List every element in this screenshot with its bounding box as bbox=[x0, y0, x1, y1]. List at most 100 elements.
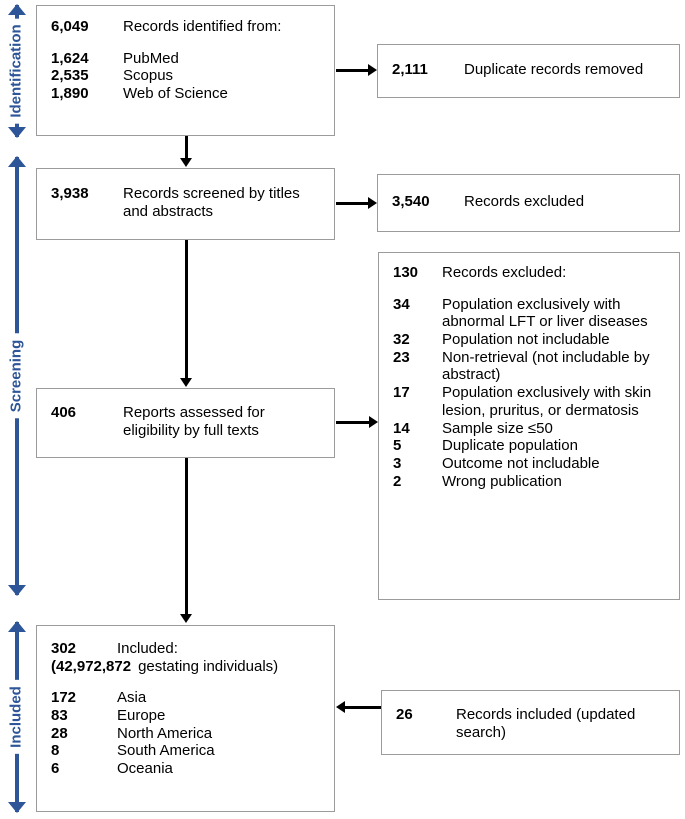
region-count-north-america: 28 bbox=[51, 724, 68, 742]
source-count-web-of-science: 1,890 bbox=[51, 85, 89, 103]
included-label: Included: bbox=[117, 640, 178, 657]
connector-identified-to-screened bbox=[185, 136, 188, 160]
stage-screening: Screening bbox=[0, 156, 32, 596]
box-records-excluded: 3,540 Records excluded bbox=[377, 174, 680, 232]
assessed-row: 406 Reports assessed for eligibility by … bbox=[51, 404, 310, 439]
exclusion-count-3: 17 bbox=[393, 384, 410, 402]
arrow-head-right-icon bbox=[368, 64, 377, 76]
stage-label-included: Included bbox=[4, 680, 28, 754]
box-records-screened: 3,938 Records screened by titles and abs… bbox=[36, 168, 335, 240]
assessed-label: Reports assessed for eligibility by full… bbox=[123, 404, 265, 439]
included-region-row: 28 North America bbox=[51, 725, 326, 743]
included-region-row: 83 Europe bbox=[51, 707, 326, 725]
source-label-pubmed: PubMed bbox=[123, 49, 179, 67]
included-region-row: 172 Asia bbox=[51, 689, 326, 707]
included-count: 302 bbox=[51, 640, 77, 657]
exclusion-label-4: Sample size ≤50 bbox=[442, 419, 553, 437]
exclusion-label-6: Outcome not includable bbox=[442, 454, 600, 472]
exclusion-count-4: 14 bbox=[393, 419, 410, 437]
stage-label-screening: Screening bbox=[4, 333, 28, 419]
box-fulltext-exclusion-reasons: 130 Records excluded: 34 Population excl… bbox=[378, 252, 680, 600]
exclusion-count-2: 23 bbox=[393, 348, 410, 366]
exclusion-reason-row: 34 Population exclusively with abnormal … bbox=[393, 296, 669, 331]
exclusion-count-6: 3 bbox=[393, 454, 402, 472]
source-count-pubmed: 1,624 bbox=[51, 49, 89, 67]
updated-search-row: 26 Records included (updated search) bbox=[396, 706, 649, 741]
screened-excluded-count: 3,540 bbox=[392, 193, 430, 210]
connector-screened-to-assessed bbox=[185, 240, 188, 380]
exclusion-reason-row: 2 Wrong publication bbox=[393, 473, 669, 491]
screened-row: 3,938 Records screened by titles and abs… bbox=[51, 185, 320, 220]
duplicates-label: Duplicate records removed bbox=[464, 61, 644, 78]
participants-count: 42,972,872 bbox=[56, 657, 132, 675]
identified-total-label: Records identified from: bbox=[123, 18, 282, 35]
region-count-south-america: 8 bbox=[51, 742, 60, 760]
updated-search-label: Records included (updated search) bbox=[456, 706, 636, 741]
connector-updated-search-to-included bbox=[345, 706, 381, 709]
included-participants-row: ( 42,972,872 gestating individuals) bbox=[51, 658, 326, 676]
exclusion-count-0: 34 bbox=[393, 295, 410, 313]
region-count-oceania: 6 bbox=[51, 760, 60, 778]
identified-title-row: 6,049 Records identified from: bbox=[51, 18, 326, 36]
exclusion-count-5: 5 bbox=[393, 437, 402, 455]
screened-count: 3,938 bbox=[51, 185, 89, 202]
exclusion-label-3: Population exclusively with skin lesion,… bbox=[442, 384, 652, 419]
screened-excluded-label: Records excluded bbox=[464, 193, 585, 210]
arrow-head-down-icon bbox=[180, 158, 192, 167]
arrow-head-left-icon bbox=[336, 701, 345, 713]
identified-source-row: 2,535 Scopus bbox=[51, 67, 326, 85]
included-region-row: 6 Oceania bbox=[51, 760, 326, 778]
exclusion-title-row: 130 Records excluded: bbox=[393, 264, 669, 282]
exclusion-count-1: 32 bbox=[393, 331, 410, 349]
exclusion-reason-row: 3 Outcome not includable bbox=[393, 455, 669, 473]
box-records-identified: 6,049 Records identified from: 1,624 Pub… bbox=[36, 5, 335, 136]
updated-search-count: 26 bbox=[396, 706, 413, 723]
duplicates-count: 2,111 bbox=[392, 61, 428, 78]
arrow-head-right-icon bbox=[368, 197, 377, 209]
arrow-down-icon bbox=[8, 802, 26, 813]
duplicates-row: 2,111 Duplicate records removed bbox=[392, 61, 671, 79]
participants-open-paren: ( bbox=[51, 657, 56, 675]
identified-total-count: 6,049 bbox=[51, 18, 89, 35]
arrow-down-icon bbox=[8, 585, 26, 596]
arrow-head-right-icon bbox=[369, 416, 378, 428]
exclusion-label-2: Non-retrieval (not includable by abstrac… bbox=[442, 348, 650, 384]
region-label-south-america: South America bbox=[117, 742, 215, 760]
spacer bbox=[51, 675, 326, 689]
exclusion-reason-row: 32 Population not includable bbox=[393, 331, 669, 349]
screened-excluded-row: 3,540 Records excluded bbox=[392, 193, 671, 211]
arrow-down-icon bbox=[8, 127, 26, 138]
stage-label-identification: Identification bbox=[4, 18, 28, 124]
arrow-head-down-icon bbox=[180, 378, 192, 387]
identified-source-row: 1,890 Web of Science bbox=[51, 85, 326, 103]
exclusion-total-count: 130 bbox=[393, 264, 419, 281]
identified-source-row: 1,624 PubMed bbox=[51, 50, 326, 68]
box-included-studies: 302 Included: ( 42,972,872 gestating ind… bbox=[36, 625, 335, 812]
exclusion-reason-row: 17 Population exclusively with skin lesi… bbox=[393, 384, 669, 419]
exclusion-label-0: Population exclusively with abnormal LFT… bbox=[442, 295, 648, 331]
connector-assessed-to-included bbox=[185, 458, 188, 617]
spacer bbox=[51, 36, 326, 50]
exclusion-reason-row: 14 Sample size ≤50 bbox=[393, 420, 669, 438]
assessed-count: 406 bbox=[51, 404, 77, 421]
box-updated-search: 26 Records included (updated search) bbox=[381, 690, 680, 755]
connector-identified-to-duplicates bbox=[336, 69, 370, 72]
stage-identification: Identification bbox=[0, 4, 32, 138]
connector-screened-to-excluded bbox=[336, 202, 370, 205]
screened-label: Records screened by titles and abstracts bbox=[123, 185, 300, 220]
box-duplicate-records-removed: 2,111 Duplicate records removed bbox=[377, 44, 680, 98]
exclusion-label-5: Duplicate population bbox=[442, 437, 578, 455]
region-count-europe: 83 bbox=[51, 707, 68, 725]
source-label-scopus: Scopus bbox=[123, 67, 174, 85]
exclusion-count-7: 2 bbox=[393, 472, 402, 490]
connector-assessed-to-exclusion-reasons bbox=[336, 421, 371, 424]
exclusion-total-label: Records excluded: bbox=[442, 264, 567, 281]
arrow-up-icon bbox=[8, 4, 26, 15]
exclusion-reason-row: 5 Duplicate population bbox=[393, 437, 669, 455]
region-label-europe: Europe bbox=[117, 707, 166, 725]
region-count-asia: 172 bbox=[51, 689, 77, 707]
arrow-up-icon bbox=[8, 156, 26, 167]
box-reports-assessed: 406 Reports assessed for eligibility by … bbox=[36, 388, 335, 458]
spacer bbox=[393, 282, 669, 296]
